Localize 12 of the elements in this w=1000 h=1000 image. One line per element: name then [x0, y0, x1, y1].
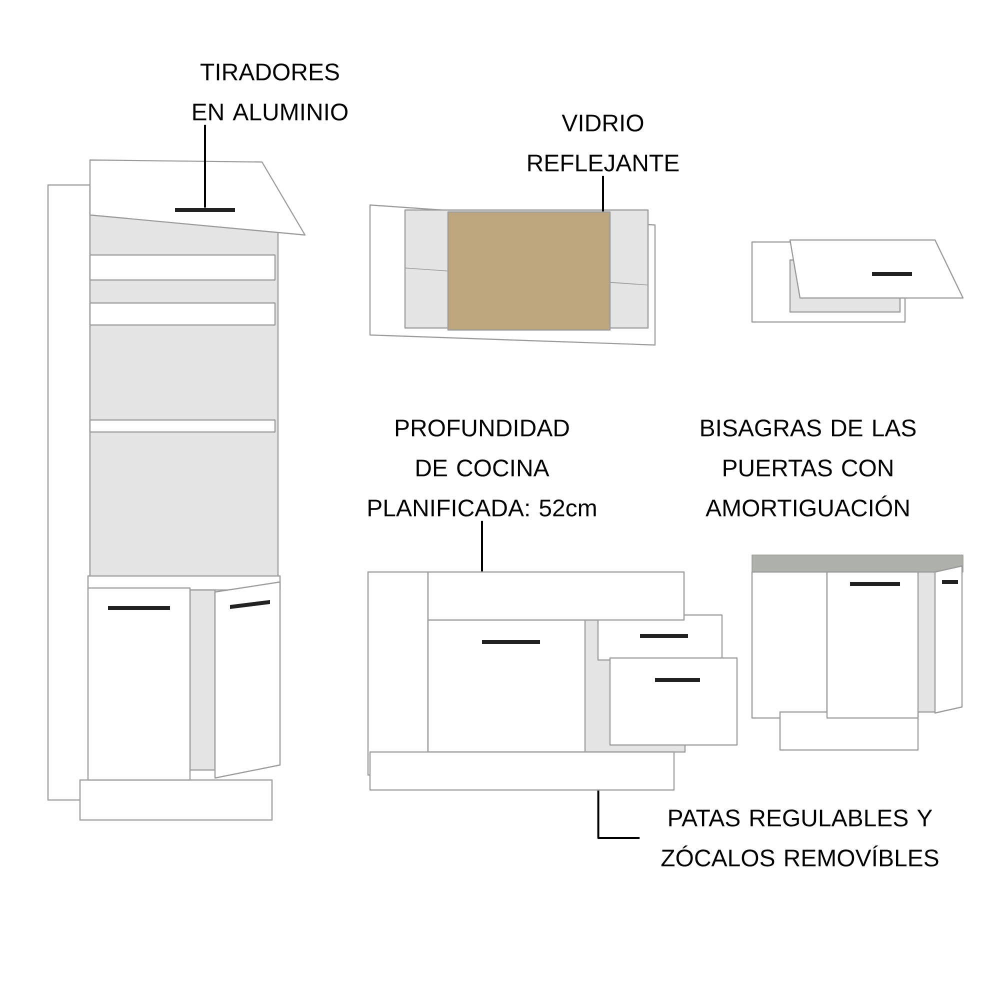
leader-line — [204, 124, 206, 208]
leader-line — [597, 790, 640, 839]
callout-text: PATAS REGULABLES Y ZÓCALOS REMOVÍBLES — [661, 810, 938, 866]
glass-panel — [447, 211, 611, 331]
callout-text: BISAGRAS DE LAS PUERTAS CON AMORTIGUACIÓN — [701, 420, 916, 516]
callout-text: VIDRIO REFLEJANTE — [528, 114, 679, 172]
leader-line — [481, 520, 483, 572]
handle — [175, 208, 235, 212]
leader-line — [602, 176, 604, 212]
plinth — [369, 751, 675, 791]
callout-text: TIRADORES EN ALUMINIO — [193, 64, 348, 120]
callout-text: PROFUNDIDAD DE COCINA PLANIFICADA: 52cm — [368, 420, 596, 516]
